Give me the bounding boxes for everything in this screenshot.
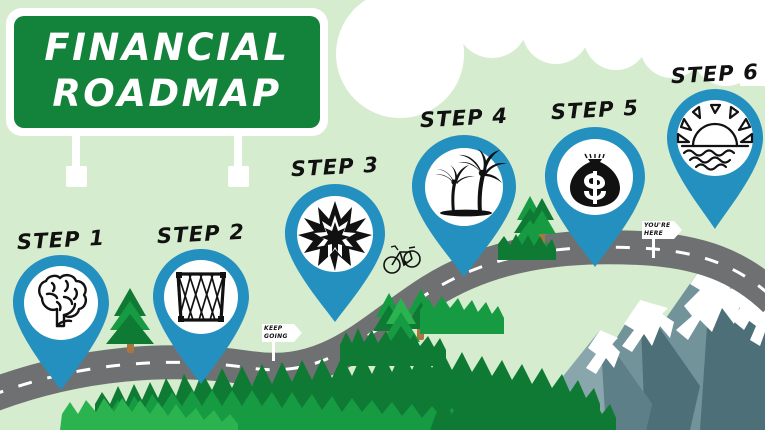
explosion-icon xyxy=(298,201,372,271)
sign-post-right-icon xyxy=(228,134,249,187)
page-title-line-1: Financial xyxy=(44,25,290,69)
step-5-pin[interactable] xyxy=(540,124,650,270)
title-sign: Financial Roadmap xyxy=(6,8,328,136)
page-title-line-2: Roadmap xyxy=(52,71,282,115)
palm-trees-icon xyxy=(435,149,507,217)
sunset-icon xyxy=(676,103,754,171)
sign-post-left-icon xyxy=(66,134,87,187)
step-marker-5[interactable]: Step 5 xyxy=(540,96,650,270)
forest-band-bottom-right-icon xyxy=(430,392,616,430)
step-2-pin[interactable] xyxy=(148,246,254,387)
step-marker-1[interactable]: Step 1 xyxy=(8,226,114,393)
shrub-step4-base-icon xyxy=(498,234,556,260)
money-bag-icon xyxy=(570,153,620,207)
step-3-pin[interactable] xyxy=(280,181,390,325)
keep-going-sign: Keep Going xyxy=(261,323,307,361)
youre-here-line-2: Here xyxy=(644,230,664,237)
cloud-icon xyxy=(336,0,765,118)
step-marker-3[interactable]: Step 3 xyxy=(280,153,390,325)
safety-net-icon xyxy=(176,272,226,322)
keep-going-line-2: Going xyxy=(264,333,288,340)
step-marker-2[interactable]: Step 2 xyxy=(148,220,254,387)
brain-icon xyxy=(38,273,87,328)
step-1-pin[interactable] xyxy=(8,252,114,393)
title-sign-face: Financial Roadmap xyxy=(14,16,320,128)
step-marker-4[interactable]: Step 4 xyxy=(408,104,520,280)
youre-here-sign: You're Here xyxy=(641,220,687,258)
keep-going-sign-text: Keep Going xyxy=(264,325,298,341)
step-4-pin[interactable] xyxy=(408,132,520,280)
bicycle-icon xyxy=(383,245,421,274)
youre-here-line-1: You're xyxy=(644,222,671,229)
keep-going-line-1: Keep xyxy=(264,325,283,332)
step-6-pin[interactable] xyxy=(662,86,765,232)
shrub-center-right-icon xyxy=(420,296,504,334)
step-marker-6[interactable]: Step 6 xyxy=(662,60,765,232)
pine-tree-left-icon xyxy=(106,288,154,353)
youre-here-sign-text: You're Here xyxy=(644,222,678,238)
